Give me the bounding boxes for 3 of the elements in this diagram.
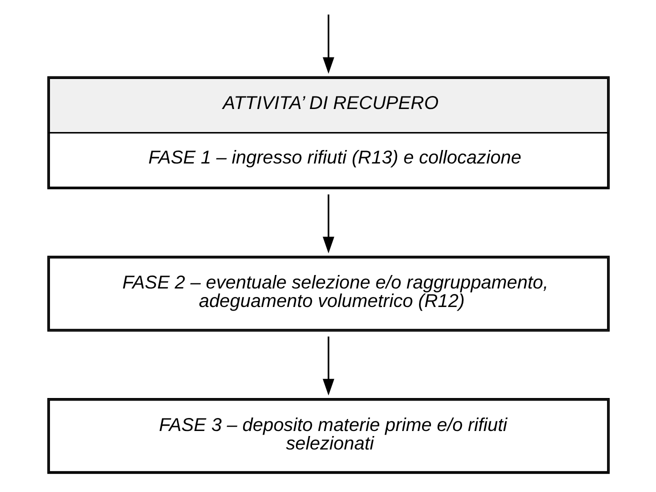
arrow [322, 194, 334, 254]
arrow [322, 14, 334, 74]
arrow [322, 336, 334, 396]
